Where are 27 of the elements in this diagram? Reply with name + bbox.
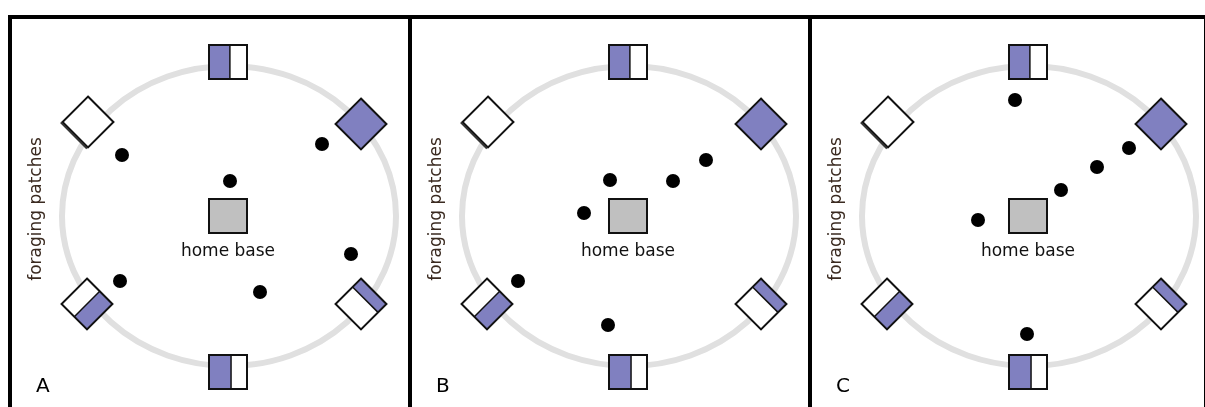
panel-letter: B	[436, 373, 450, 397]
foraging-patch	[733, 96, 789, 152]
foraging-patch	[333, 96, 389, 152]
foraging-patch	[607, 353, 649, 391]
panel-letter: C	[836, 373, 850, 397]
home-base-label: home base	[579, 240, 677, 260]
panel-letter: A	[36, 373, 50, 397]
foraging-patch	[1133, 276, 1189, 332]
foraging-patch	[207, 353, 249, 391]
foraging-patch	[1007, 43, 1049, 81]
foraging-patch	[60, 94, 116, 150]
axis-label: foraging patches	[825, 136, 845, 283]
foraging-patch	[860, 94, 916, 150]
foraging-patch	[607, 43, 649, 81]
foraging-patch	[859, 276, 915, 332]
home-base-label: home base	[979, 240, 1077, 260]
foraging-patch	[1133, 96, 1189, 152]
foraging-patch	[459, 276, 515, 332]
foraging-patch	[333, 276, 389, 332]
foraging-patch	[1007, 353, 1049, 391]
home-base-label: home base	[179, 240, 277, 260]
foraging-patch	[59, 276, 115, 332]
foraging-patch	[460, 94, 516, 150]
axis-label: foraging patches	[25, 136, 45, 283]
axis-label: foraging patches	[425, 136, 445, 283]
foraging-patch	[207, 43, 249, 81]
foraging-patch	[733, 276, 789, 332]
